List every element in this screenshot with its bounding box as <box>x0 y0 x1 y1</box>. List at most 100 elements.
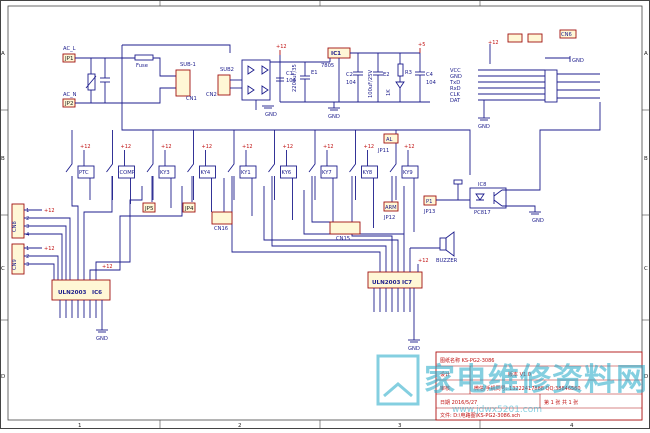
relay-v12-label: +12 <box>202 144 213 150</box>
relay-label: PTC <box>79 170 89 176</box>
display-connector-section: +12 CN6 GND VCC GND TxD RxD CLK DAT GND <box>449 29 600 130</box>
gnd-label-bridge: GND <box>265 112 277 118</box>
relay-coil <box>320 165 338 179</box>
relay-route-12 <box>95 186 143 280</box>
cn6-tag <box>559 29 577 39</box>
relay-label: COMP <box>120 170 135 176</box>
arm-pad <box>383 201 399 212</box>
ic7-body <box>367 271 423 289</box>
title-block: 图纸名称 KS-PG2-3086 设计 审核 版本 V1.0 微信/手机同号: … <box>435 351 643 421</box>
relay-route-7 <box>271 176 387 272</box>
ic6-driver: +12 ULN2003 IC6 GND <box>51 264 113 342</box>
ic6-ref-label: IC6 <box>92 290 102 296</box>
cn8-pin-2: 2 <box>26 216 29 222</box>
v5-rail-label: +5 <box>418 42 425 48</box>
tb-rev: 版本 V1.0 <box>508 371 531 378</box>
jp1-label: JP1 <box>64 56 73 62</box>
jp4-label: JP4 <box>184 206 194 212</box>
relay-route-14 <box>263 186 399 272</box>
col-label-4: 4 <box>570 423 574 429</box>
relay-coil <box>280 165 297 179</box>
row-label-d-right: D <box>644 374 648 380</box>
relay-coil <box>158 165 176 179</box>
opto-resistor <box>453 179 463 185</box>
relay-v12-label: +12 <box>404 144 415 150</box>
optocoupler-section: IC8 PC817 GND <box>436 102 601 224</box>
cn9-label: CN9 <box>12 259 18 270</box>
row-label-d: D <box>1 374 5 380</box>
relay-label: KY1 <box>241 170 251 176</box>
cn9-pin-3: 3 <box>26 262 29 268</box>
jp13-label: JP13 <box>423 209 435 215</box>
r3-resistor <box>397 63 404 77</box>
conn-pin-1: VCC <box>450 68 461 74</box>
cn8-label: CN8 <box>12 221 18 232</box>
v12-display-label: +12 <box>488 40 499 46</box>
tb-design: 设计 <box>440 371 450 378</box>
ic6-gnd: GND <box>96 336 108 342</box>
jp4-pad <box>182 202 196 213</box>
al-pad <box>383 133 399 144</box>
ic6-body <box>51 279 111 301</box>
relay-coil <box>401 165 419 179</box>
ac-n-label: AC_N <box>63 92 77 98</box>
pc817-body <box>469 187 507 209</box>
fuse <box>134 54 154 61</box>
relay-label: KY8 <box>363 170 373 176</box>
cn6-label: CN6 <box>561 32 572 38</box>
cn2-connector <box>217 74 231 96</box>
e2-value: 100uF/25V <box>368 69 374 98</box>
cn9-v12: +12 <box>44 246 55 252</box>
relay-coil <box>77 165 95 179</box>
misc-connectors: JP5 JP4 CN16 CN15 AL JP11 ARM JP12 P1 JP… <box>142 133 437 242</box>
cn1-pins-label: SUB-1 <box>180 62 196 68</box>
e2-label: E2 <box>383 72 390 78</box>
relay-route-1 <box>71 176 79 280</box>
rail-feed <box>122 44 231 53</box>
relay-v12-label: +12 <box>80 144 91 150</box>
row-label-b: B <box>1 156 5 162</box>
jp12-label: JP12 <box>383 215 395 221</box>
al-label: AL <box>386 137 393 143</box>
r3-label: R3 <box>405 70 412 76</box>
watermark-url: www.jdwx5201.com <box>452 405 542 415</box>
tb-sheet: 第 1 张 共 1 张 <box>544 399 578 406</box>
display-header <box>544 69 558 103</box>
cn1-label: CN1 <box>186 96 197 102</box>
cn16-label: CN16 <box>214 226 228 232</box>
cn9-pin-1: 1 <box>26 246 29 252</box>
gnd-label-regulator: GND <box>328 114 340 120</box>
jp5-label: JP5 <box>144 206 154 212</box>
cn9-pin-2: 2 <box>26 254 29 260</box>
cn9-connector <box>11 243 25 275</box>
conn-pin-3: TxD <box>449 80 460 86</box>
c4-label: C4 <box>426 72 434 78</box>
cn1-connector <box>175 69 191 97</box>
relay-label: KY4 <box>201 170 211 176</box>
power-input-section: AC_L JP1 AC_N JP2 Fuse SUB-1 CN1 <box>62 46 197 108</box>
relay-route-15 <box>303 190 404 235</box>
relay-route-2 <box>83 176 113 280</box>
watermark: 家电维修资料网 www.jdwx5201.com <box>376 354 647 415</box>
cn8-pin-3: 3 <box>26 224 29 230</box>
ic1-label: IC1 <box>331 51 341 57</box>
r3-value: 1K <box>386 89 392 96</box>
ic7-ref-label: IC7 <box>402 280 412 286</box>
p1-pad <box>423 195 437 206</box>
conn-pin-6: DAT <box>450 98 461 104</box>
cn8-pin-4: 4 <box>26 232 30 238</box>
cn2-pins-label: SUB2 <box>220 67 234 73</box>
display-gnd-label: GND <box>572 58 584 64</box>
regulator-section: +12 C1 104 E1 2200uF/35 IC1 7805 +5 C2 1… <box>276 42 437 120</box>
conn-pin-4: RxD <box>450 86 461 92</box>
jp5-pad <box>142 202 156 213</box>
row-label-a-right: A <box>644 51 648 57</box>
relay-route-8 <box>311 176 330 223</box>
